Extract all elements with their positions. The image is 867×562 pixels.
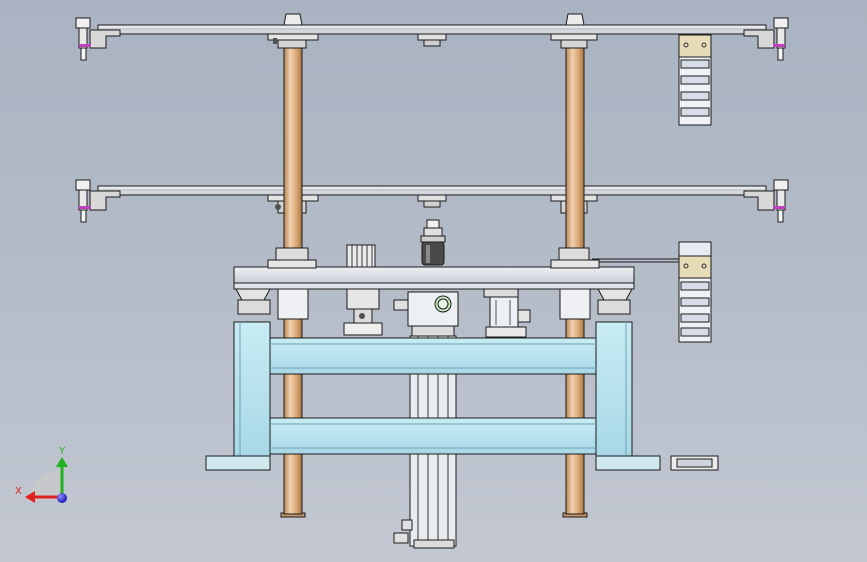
top-plate[interactable] <box>233 266 635 290</box>
stacked-bracket-lower[interactable] <box>592 241 712 343</box>
heat-sink <box>346 244 376 268</box>
floor-clip <box>670 455 719 471</box>
motor-actuator[interactable] <box>420 219 446 266</box>
frame-crossbar-upper[interactable] <box>269 337 597 375</box>
sensor-block <box>343 288 383 336</box>
valve-body[interactable] <box>393 291 459 337</box>
bearing-housing-right <box>559 288 633 320</box>
top-left-end-bracket <box>75 17 121 61</box>
triad-plane <box>29 469 62 500</box>
top-center-clamp <box>417 33 447 47</box>
top-right-end-bracket <box>743 17 789 61</box>
coordinate-triad: Y X <box>15 446 68 503</box>
stacked-bracket-upper[interactable] <box>678 34 712 126</box>
frame-crossbar-lower[interactable] <box>269 417 597 455</box>
rod-right-gap <box>565 373 585 419</box>
top-right-rod-cap <box>565 13 585 26</box>
middle-left-end-bracket <box>75 179 121 223</box>
sphere-icon <box>57 493 67 503</box>
rod-left-bottom <box>283 453 303 515</box>
middle-center-clamp <box>417 194 447 208</box>
cylinder-block[interactable] <box>483 288 531 338</box>
middle-crossbeam[interactable] <box>75 179 789 223</box>
slide-gap-upper <box>409 373 457 419</box>
rod-right-bottom <box>565 453 585 515</box>
rod-left-gap <box>283 373 303 419</box>
middle-right-end-bracket <box>743 179 789 223</box>
bearing-housing-left <box>235 288 309 320</box>
rod-bearing-blocks <box>267 247 600 269</box>
axis-x-label: X <box>15 486 22 497</box>
top-left-rod-cap <box>283 13 303 26</box>
frame-column-left[interactable] <box>205 321 271 471</box>
axis-y-label: Y <box>58 446 66 457</box>
frame-column-right[interactable] <box>595 321 661 471</box>
top-crossbeam[interactable] <box>75 13 789 61</box>
